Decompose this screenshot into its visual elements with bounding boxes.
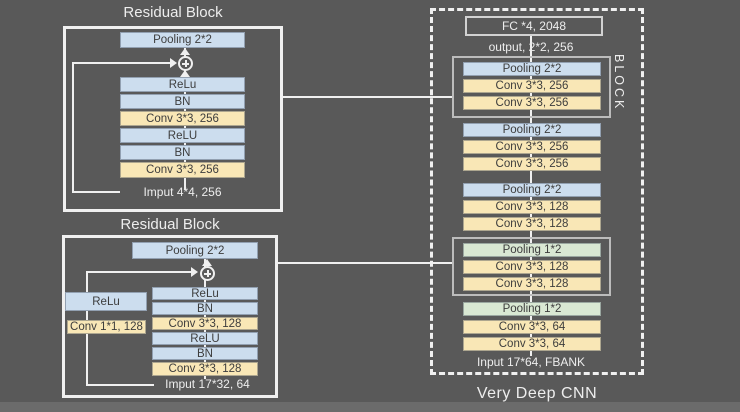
layer-relu: ReLu xyxy=(152,287,258,300)
layer-relu: ReLU xyxy=(152,332,258,345)
cnn-layer-conv: Conv 3*3, 256 xyxy=(463,157,601,171)
cnn-layer-pooling: Pooling 2*2 xyxy=(463,123,601,137)
bottom-residual-block-title: Residual Block xyxy=(120,216,220,233)
layer-conv: Conv 3*3, 128 xyxy=(152,317,258,330)
fc-layer-box: FC *4, 2048 xyxy=(465,16,603,36)
layer-bn: BN xyxy=(120,94,245,109)
add-icon xyxy=(200,266,215,281)
top-residual-block-title: Residual Block xyxy=(123,4,223,21)
top-block-shortcut-vertical-line xyxy=(72,62,74,193)
arrowhead-right-icon xyxy=(170,58,177,68)
block-label: BLOCK xyxy=(612,54,626,112)
layer-conv: Conv 3*3, 256 xyxy=(120,111,245,126)
layer-conv: Conv 3*3, 256 xyxy=(120,162,245,178)
bottom-block-input-label: Imput 17*32, 64 xyxy=(165,377,250,391)
layer-pooling: Pooling 2*2 xyxy=(132,242,258,259)
bottom-edge-band xyxy=(0,402,740,412)
arrowhead-up-icon xyxy=(180,70,190,77)
bottom-connector-line xyxy=(278,262,453,264)
layer-bn: BN xyxy=(152,302,258,315)
top-block-input-label: Imput 4*4, 256 xyxy=(143,185,222,199)
very-deep-cnn-caption: Very Deep CNN xyxy=(476,385,598,402)
layer-conv: Conv 3*3, 128 xyxy=(152,362,258,376)
cnn-layer-conv: Conv 3*3, 64 xyxy=(463,337,601,351)
cnn-layer-conv: Conv 3*3, 128 xyxy=(463,260,601,274)
top-block-shortcut-top-line xyxy=(72,62,170,64)
cnn-layer-pooling: Pooling 2*2 xyxy=(463,62,601,76)
cnn-layer-pooling: Pooling 2*2 xyxy=(463,183,601,197)
bottom-residual-block-border xyxy=(62,235,278,398)
arrowhead-up-icon xyxy=(202,259,212,266)
cnn-layer-conv: Conv 3*3, 128 xyxy=(463,217,601,231)
cnn-layer-pooling: Pooling 1*2 xyxy=(463,243,601,257)
layer-bn: BN xyxy=(120,145,245,160)
very-deep-cnn-dashed-border xyxy=(430,8,644,375)
layer-relu: ReLU xyxy=(120,128,245,143)
layer-bn: BN xyxy=(152,347,258,360)
cnn-output-label: output, 2*2, 256 xyxy=(488,40,574,54)
arrowhead-up-icon xyxy=(180,48,190,55)
top-block-shortcut-bottom-line xyxy=(72,191,120,193)
layer-pooling: Pooling 2*2 xyxy=(120,32,245,48)
cnn-layer-conv: Conv 3*3, 256 xyxy=(463,79,601,93)
cnn-layer-pooling: Pooling 1*2 xyxy=(463,302,601,316)
cnn-layer-conv: Conv 3*3, 256 xyxy=(463,96,601,110)
bottom-block-shortcut-top-line xyxy=(86,271,191,273)
top-connector-line xyxy=(283,96,452,98)
top-residual-block-border xyxy=(63,26,283,212)
cnn-layer-conv: Conv 3*3, 128 xyxy=(463,200,601,214)
layer-conv-shortcut: Conv 1*1, 128 xyxy=(67,320,146,334)
cnn-input-label: Input 17*64, FBANK xyxy=(476,355,586,369)
cnn-layer-conv: Conv 3*3, 128 xyxy=(463,277,601,291)
cnn-layer-conv: Conv 3*3, 256 xyxy=(463,140,601,154)
add-icon xyxy=(178,56,193,71)
arrowhead-right-icon xyxy=(191,267,198,277)
bottom-block-shortcut-bottom-line xyxy=(86,384,154,386)
layer-relu: ReLu xyxy=(120,77,245,92)
layer-relu-shortcut: ReLu xyxy=(65,292,147,311)
cnn-layer-conv: Conv 3*3, 64 xyxy=(463,320,601,334)
